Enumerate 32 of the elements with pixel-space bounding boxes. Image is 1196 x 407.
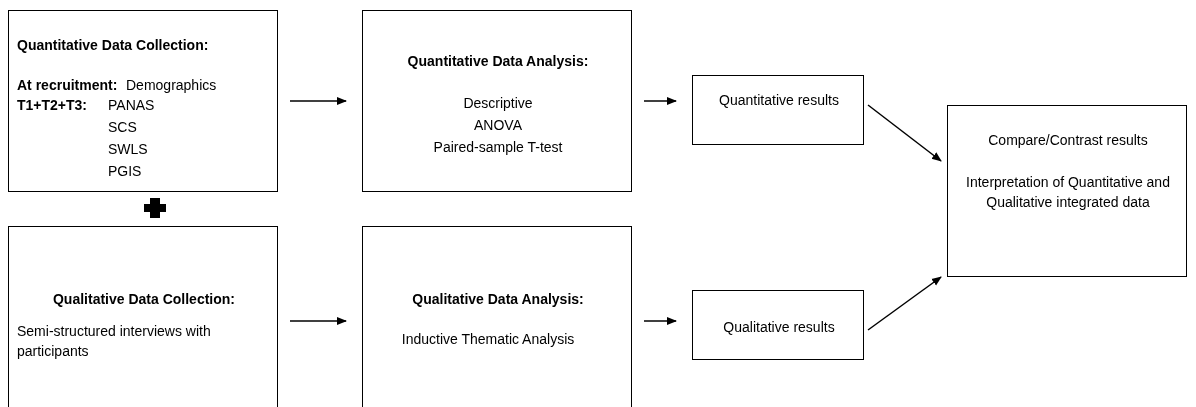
box-text: Quantitative results	[718, 91, 840, 110]
box-text: PANAS	[108, 96, 156, 115]
arrow	[867, 276, 942, 331]
arrow	[643, 97, 677, 105]
arrow	[289, 317, 347, 325]
box-text: Paired-sample T-test	[432, 138, 564, 157]
arrow	[289, 97, 347, 105]
box-heading: Qualitative Data Analysis:	[411, 290, 585, 309]
box-text: Descriptive	[462, 94, 534, 113]
process-box	[8, 226, 278, 407]
arrow	[643, 317, 677, 325]
process-box	[362, 226, 632, 407]
process-box	[947, 105, 1187, 277]
box-text: Compare/Contrast results	[987, 131, 1149, 150]
box-text: Inductive Thematic Analysis	[400, 330, 576, 349]
box-text: SWLS	[108, 140, 149, 159]
box-text: Demographics	[126, 76, 218, 95]
box-text: Qualitative results	[722, 318, 836, 337]
box-text: SCS	[108, 118, 138, 137]
arrow	[867, 104, 942, 162]
box-text: Interpretation of Quantitative and Qualitative integrated data	[965, 173, 1171, 212]
box-heading: Quantitative Data Collection:	[17, 36, 210, 55]
box-heading: Quantitative Data Analysis:	[406, 52, 590, 71]
process-box	[8, 10, 278, 192]
box-text: Semi-structured interviews with participants	[17, 322, 212, 361]
box-heading: Qualitative Data Collection:	[51, 290, 236, 309]
process-box	[692, 75, 864, 145]
box-heading: T1+T2+T3:	[17, 96, 89, 115]
process-box	[692, 290, 864, 360]
box-text: ANOVA	[473, 116, 523, 135]
process-box	[362, 10, 632, 192]
box-text: PGIS	[108, 162, 143, 181]
